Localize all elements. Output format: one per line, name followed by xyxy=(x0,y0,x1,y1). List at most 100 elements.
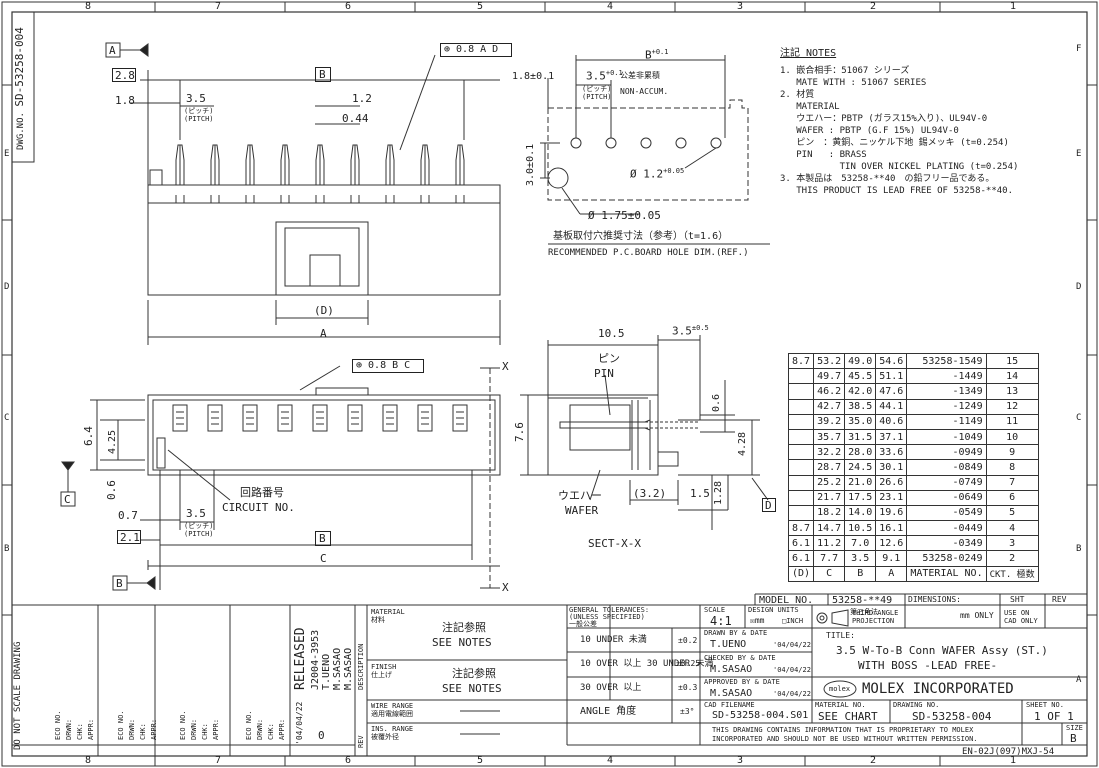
notes-line-1: 1. 嵌合相手：51067 シリーズ xyxy=(780,66,910,76)
dim-d-front: (D) xyxy=(314,304,334,317)
dim-1-8: 1.8 xyxy=(115,94,135,107)
x-mark-bottom: X xyxy=(502,581,509,594)
rev-col-4-chk: CHK: xyxy=(267,723,275,740)
col-label-8: 8 xyxy=(85,1,92,12)
dim-0-7: 0.7 xyxy=(118,509,138,522)
tol-row-2-value: ±0.25 xyxy=(676,659,701,668)
approved-by: M.SASAO xyxy=(710,688,753,699)
pin-label-jp: ピン xyxy=(598,352,620,365)
dim-b-front: B xyxy=(319,68,326,81)
non-accum-jp: 公差非累積 xyxy=(620,71,660,80)
notes-line-11: THIS PRODUCT IS LEAD FREE OF 53258-**40. xyxy=(780,186,1013,196)
checked-date: '04/04/22 xyxy=(773,666,811,674)
col-label-3-bottom: 3 xyxy=(737,755,744,766)
hole-big: Ø 1.75±0.05 xyxy=(588,209,661,222)
rev-col-1-drwn: DRWN: xyxy=(65,718,73,740)
sect-dim-3-5-sup: ±0.5 xyxy=(691,324,709,332)
pcb-dim-1-8: 1.8±0.1 xyxy=(512,71,555,82)
checked-by: M.SASAO xyxy=(710,664,753,675)
notes-line-4: MATERIAL xyxy=(780,102,840,112)
pcb-dim-3-5: 3.5+0.1 xyxy=(586,70,623,82)
rev-col-1-eco: ECO NO. xyxy=(54,710,62,740)
sheet-no-value: 1 OF 1 xyxy=(1034,710,1074,723)
rev-col-2-chk: CHK: xyxy=(139,723,147,740)
checked-label: CHECKED BY & DATE xyxy=(704,654,776,662)
wire-range-label: WIRE RANGE xyxy=(371,702,414,710)
dim-2-8-box xyxy=(112,68,136,82)
dim-a-front: A xyxy=(320,327,327,340)
notes-line-7: ピン ：黄銅、ニッケル下地 錫メッキ (t=0.254) xyxy=(780,138,1009,148)
tol-row-1-label: 10 UNDER 未満 xyxy=(580,635,647,645)
units-inch-check: □ xyxy=(782,617,787,625)
row-label-f-right: F xyxy=(1076,44,1082,54)
circuit-no-jp: 回路番号 xyxy=(240,486,284,499)
drawn-by: T.UENO xyxy=(710,639,747,650)
table-header-cell: C xyxy=(813,565,846,582)
sht-label: SHT xyxy=(1010,595,1025,604)
units-inch: □INCH xyxy=(782,618,803,625)
row-label-d-right: D xyxy=(1076,282,1082,292)
ecn-number: J2004-3953 xyxy=(310,629,321,690)
released-drwn: T.UENO xyxy=(321,653,332,690)
mm-only: mm ONLY xyxy=(960,611,994,620)
col-label-1-bottom: 1 xyxy=(1010,755,1017,766)
material-label: MATERIAL xyxy=(371,608,405,616)
pitch-en-front: (PITCH) xyxy=(184,115,214,123)
position-tol-front: ⊕ 0.8 A D xyxy=(444,44,499,55)
notes-line-6: WAFER : PBTP (G.F 15%) UL94V-0 xyxy=(780,126,959,136)
pcb-dim-b-value: B xyxy=(645,48,652,62)
released-stamp: RELEASED xyxy=(293,627,308,690)
units-inch-label: INCH xyxy=(786,617,804,625)
ins-range-label: INS. RANGE xyxy=(371,725,414,733)
col-label-1: 1 xyxy=(1010,1,1017,12)
units-mm-check: ☒ xyxy=(750,616,755,625)
pitch-jp-top: (ピッチ) xyxy=(184,522,214,530)
table-cell: 11 xyxy=(985,413,1039,430)
material-no-value: SEE CHART xyxy=(818,710,878,723)
ins-range-jp: 被覆外径 xyxy=(371,733,399,741)
hole-small-sup: +0.05 xyxy=(663,167,685,175)
position-tol-top-box xyxy=(352,359,424,373)
pitch-jp-front: (ピッチ) xyxy=(184,107,214,115)
use-on-cad-only: USE ON CAD ONLY xyxy=(1004,609,1038,625)
notes-line-5: ウエハー：PBTP (ガラス15%入り)、UL94V-0 xyxy=(780,114,988,124)
rev-block-label: REV xyxy=(357,735,365,748)
pcb-pitch-jp: (ピッチ) xyxy=(582,85,612,93)
dim-3-5-top: 3.5 xyxy=(186,507,206,520)
col-label-5: 5 xyxy=(477,1,484,12)
rev-symbol: 0 xyxy=(318,729,325,742)
pcb-caption-en: RECOMMENDED P.C.BOARD HOLE DIM.(REF.) xyxy=(548,248,749,258)
col-label-6-bottom: 6 xyxy=(345,755,352,766)
dim-2-1: 2.1 xyxy=(120,531,140,544)
pcb-dim-b: B+0.1 xyxy=(645,49,668,61)
tol-row-3-label: 30 OVER 以上 xyxy=(580,683,642,693)
pitch-en-top: (PITCH) xyxy=(184,530,214,538)
title-line-2: WITH BOSS -LEAD FREE- xyxy=(858,659,998,672)
third-angle-jp: 第三角法 xyxy=(850,608,878,616)
finish-label-jp: 仕上げ xyxy=(371,671,392,679)
sheet-no-label: SHEET NO. xyxy=(1026,701,1064,709)
tol-row-3-value: ±0.3 xyxy=(678,683,698,692)
row-label-d: D xyxy=(4,282,10,292)
drawn-label: DRAWN BY & DATE xyxy=(704,629,768,637)
col-label-5-bottom: 5 xyxy=(477,755,484,766)
datum-b-label: B xyxy=(116,577,123,590)
drawing-no-label: DRAWING NO. xyxy=(893,701,940,709)
released-chk: M.SASAO xyxy=(332,647,343,690)
released-date: '04/04/22 xyxy=(295,701,304,745)
approved-date: '04/04/22 xyxy=(773,690,811,698)
rev-col-1-appr: APPR: xyxy=(87,718,95,740)
rev-col-3-chk: CHK: xyxy=(201,723,209,740)
released-appr: M.SASAO xyxy=(343,647,354,690)
dim-3-5-front: 3.5 xyxy=(186,92,206,105)
proprietary-line-1: THIS DRAWING CONTAINS INFORMATION THAT I… xyxy=(712,726,974,734)
rev-col-1-chk: CHK: xyxy=(76,723,84,740)
col-label-6: 6 xyxy=(345,1,352,12)
table-header-cell: CKT. 極数 xyxy=(985,565,1039,582)
